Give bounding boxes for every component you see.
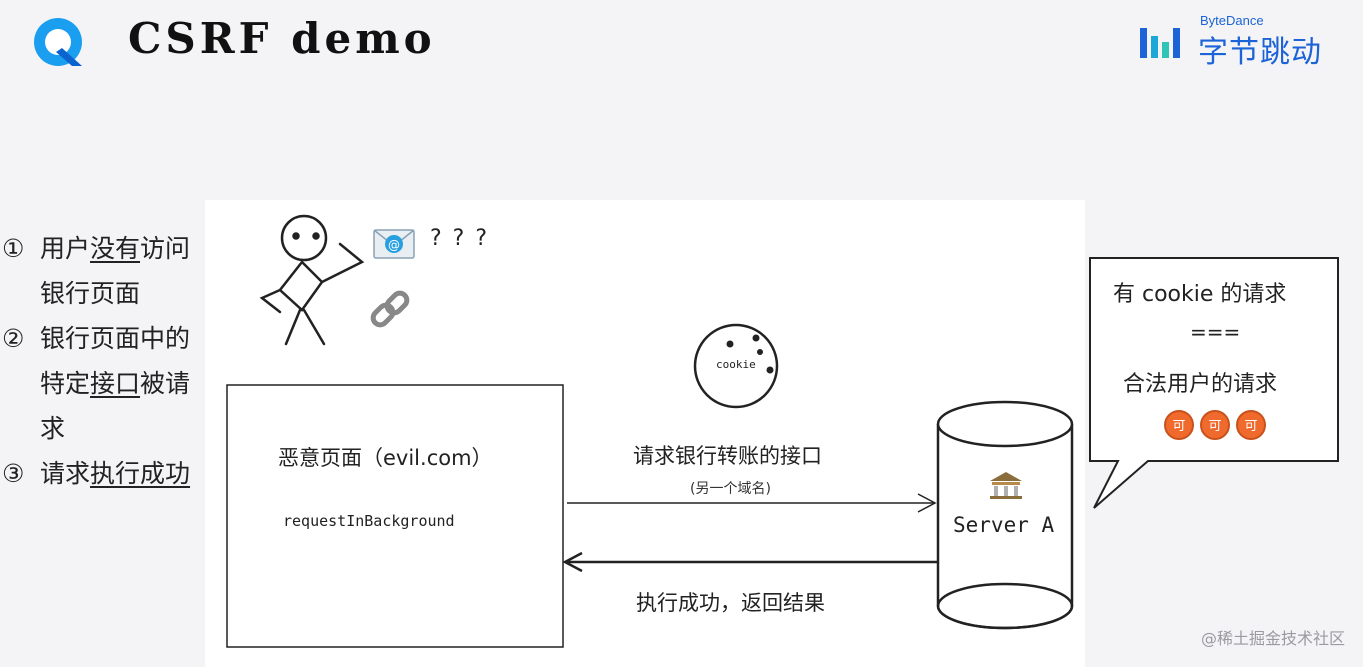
step-text-emphasis: 执行成功 bbox=[90, 459, 191, 488]
coin-icon: 可 bbox=[1164, 410, 1194, 440]
link-icon bbox=[370, 290, 410, 328]
request-sub-label: (另一个域名) bbox=[690, 481, 771, 497]
step-text: 请求执行成功 bbox=[40, 451, 205, 496]
step-text-part: 请求 bbox=[40, 459, 91, 488]
cookie-label: cookie bbox=[716, 358, 756, 371]
list-item: ② 银行页面中的特定接口被请求 bbox=[0, 316, 205, 451]
request-label: 请求银行转账的接口 bbox=[633, 444, 822, 468]
envelope-icon: @ bbox=[373, 229, 415, 259]
list-item: ③ 请求执行成功 bbox=[0, 451, 205, 496]
brand-name-cn: 字节跳动 bbox=[1198, 35, 1322, 70]
step-text-part: 用户 bbox=[40, 234, 91, 263]
watermark: @稀土掘金技术社区 bbox=[1200, 629, 1345, 648]
step-text-part: 访问银行页面 bbox=[40, 234, 191, 308]
bubble-line-3: 合法用户的请求 bbox=[1123, 372, 1278, 397]
step-text-emphasis: 接口 bbox=[90, 369, 141, 398]
steps-list: ① 用户没有访问银行页面 ② 银行页面中的特定接口被请求 ③ 请求执行成功 bbox=[0, 226, 205, 496]
step-text-emphasis: 没有 bbox=[90, 234, 141, 263]
evil-page-box bbox=[226, 384, 564, 648]
step-number: ② bbox=[2, 324, 25, 353]
request-arrow bbox=[567, 493, 937, 513]
bytedance-logo-icon bbox=[1140, 28, 1180, 58]
response-arrow bbox=[562, 551, 938, 573]
list-item: ① 用户没有访问银行页面 bbox=[0, 226, 205, 316]
question-marks: ? ? ? bbox=[430, 226, 490, 251]
cookie-icon bbox=[693, 323, 779, 409]
step-number: ③ bbox=[2, 459, 25, 488]
speech-bubble bbox=[1089, 257, 1339, 509]
page-title: CSRF demo bbox=[128, 14, 436, 63]
step-text-part: 被请求 bbox=[40, 369, 191, 443]
evil-page-code: requestInBackground bbox=[283, 512, 455, 530]
bubble-line-1: 有 cookie 的请求 bbox=[1113, 282, 1287, 307]
server-cylinder bbox=[936, 400, 1074, 630]
step-text-part: 银行页面中的特定 bbox=[40, 324, 191, 398]
bubble-line-2: === bbox=[1190, 320, 1241, 344]
step-text: 银行页面中的特定接口被请求 bbox=[40, 316, 205, 451]
response-label: 执行成功，返回结果 bbox=[636, 591, 825, 615]
brand-name-en: ByteDance bbox=[1200, 13, 1264, 28]
step-number: ① bbox=[2, 234, 25, 263]
coin-icon: 可 bbox=[1236, 410, 1266, 440]
bank-icon bbox=[990, 472, 1022, 499]
step-text: 用户没有访问银行页面 bbox=[40, 226, 205, 316]
evil-page-label: 恶意页面（evil.com） bbox=[278, 446, 493, 470]
stick-figure-icon bbox=[259, 214, 365, 346]
svg-text:@: @ bbox=[388, 238, 400, 252]
logo-icon bbox=[34, 18, 82, 66]
server-label: Server A bbox=[953, 513, 1055, 537]
coin-icon: 可 bbox=[1200, 410, 1230, 440]
